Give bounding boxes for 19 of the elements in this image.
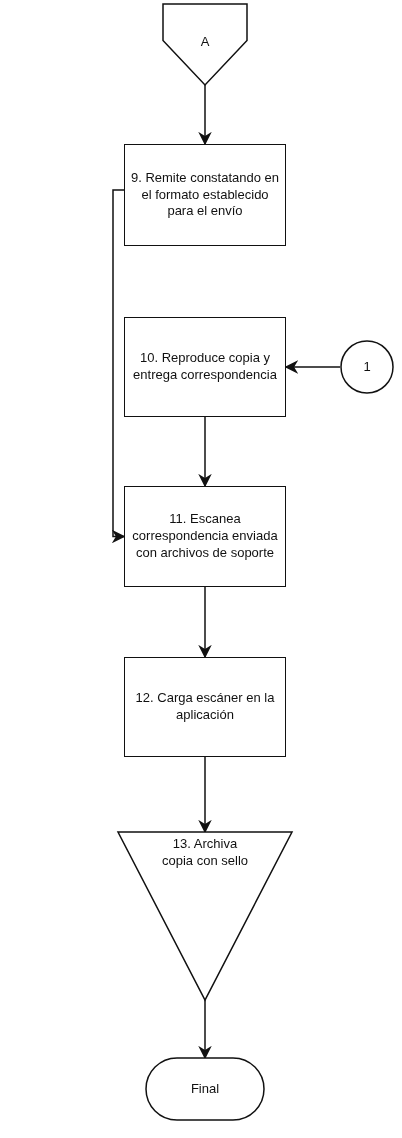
arrow <box>284 360 341 374</box>
node-label: Final <box>190 1080 220 1098</box>
arrow <box>198 586 212 659</box>
node-label: 12. Carga escáner en la aplicación <box>134 690 276 724</box>
arrow <box>198 84 212 146</box>
node-label: 1 <box>363 358 371 376</box>
node-label: A <box>200 34 210 51</box>
node-label: 9. Remite constatando en el formato establecido para el envío <box>129 169 281 221</box>
process-box <box>124 144 286 246</box>
arrow <box>111 189 126 544</box>
arrow <box>198 999 212 1060</box>
node-label: 11. Escanea correspondencia enviada con archivos de soporte <box>131 511 279 562</box>
node-label: 13. Archiva copia con sello <box>162 836 248 870</box>
arrow <box>198 416 212 488</box>
process-box <box>124 657 286 757</box>
arrow <box>198 756 212 834</box>
process-box <box>124 317 286 417</box>
node-label: 10. Reproduce copia y entrega correspondencia <box>132 350 278 384</box>
process-box <box>124 486 286 587</box>
